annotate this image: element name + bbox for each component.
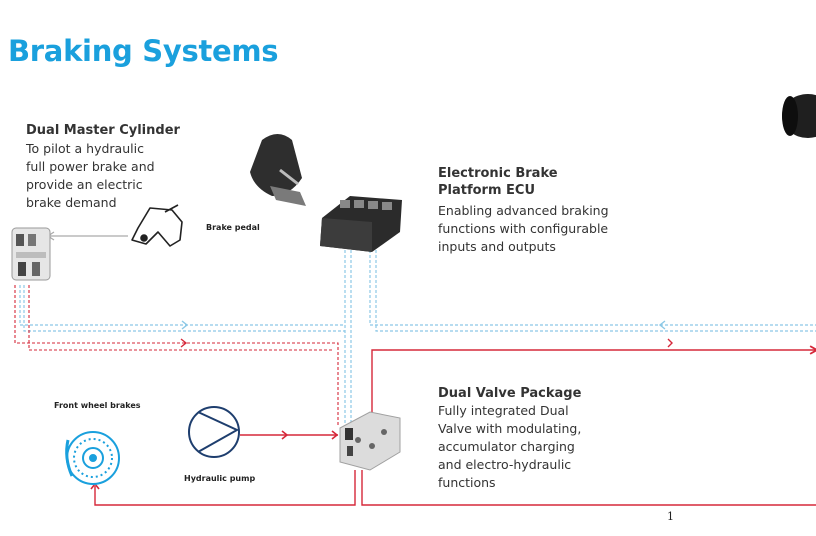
desc-line: To pilot a hydraulic	[26, 141, 144, 156]
pilot-hydraulic-lines	[14, 285, 339, 425]
desc-line: functions with configurable	[438, 221, 609, 236]
dual-valve-package-image	[339, 411, 401, 471]
ecu-title-line: Electronic Brake	[438, 166, 558, 181]
desc-line: accumulator charging	[438, 439, 575, 454]
hydraulic-pump-icon	[188, 406, 240, 458]
dual-master-cylinder-title: Dual Master Cylinder	[26, 123, 180, 138]
desc-line: full power brake and	[26, 159, 155, 174]
pilot-arrows	[180, 338, 673, 348]
hydraulic-lines	[94, 345, 816, 506]
ecu-title-line: Platform ECU	[438, 183, 536, 198]
front-wheel-brake-icon	[65, 431, 120, 485]
cropped-component-image	[782, 94, 816, 138]
ecu-image	[320, 196, 402, 252]
hydraulic-pump-label: Hydraulic pump	[184, 474, 256, 483]
dual-valve-desc: Fully integrated Dual Valve with modulat…	[438, 402, 581, 492]
page-number: 1	[667, 510, 674, 523]
foot-icon	[131, 204, 183, 247]
desc-line: functions	[438, 475, 496, 490]
desc-line: provide an electric	[26, 177, 143, 192]
desc-line: brake demand	[26, 195, 117, 210]
pedal-link-line	[46, 231, 128, 241]
desc-line: Valve with modulating,	[438, 421, 582, 436]
electric-signal-lines	[19, 240, 816, 440]
desc-line: Enabling advanced braking	[438, 203, 609, 218]
desc-line: and electro-hydraulic	[438, 457, 572, 472]
page-title: Braking Systems	[8, 34, 279, 68]
brake-pedal-label: Brake pedal	[206, 223, 260, 232]
brake-pedal-image	[250, 134, 306, 206]
ecu-desc: Enabling advanced braking functions with…	[438, 202, 609, 256]
desc-line: inputs and outputs	[438, 239, 556, 254]
electric-arrows	[181, 320, 666, 330]
front-wheel-brakes-label: Front wheel brakes	[54, 401, 141, 410]
dual-master-cylinder-image	[11, 227, 51, 281]
dual-valve-title: Dual Valve Package	[438, 386, 582, 401]
dual-master-cylinder-desc: To pilot a hydraulic full power brake an…	[26, 140, 155, 212]
ecu-title: Electronic Brake Platform ECU	[438, 165, 558, 199]
desc-line: Fully integrated Dual	[438, 403, 569, 418]
